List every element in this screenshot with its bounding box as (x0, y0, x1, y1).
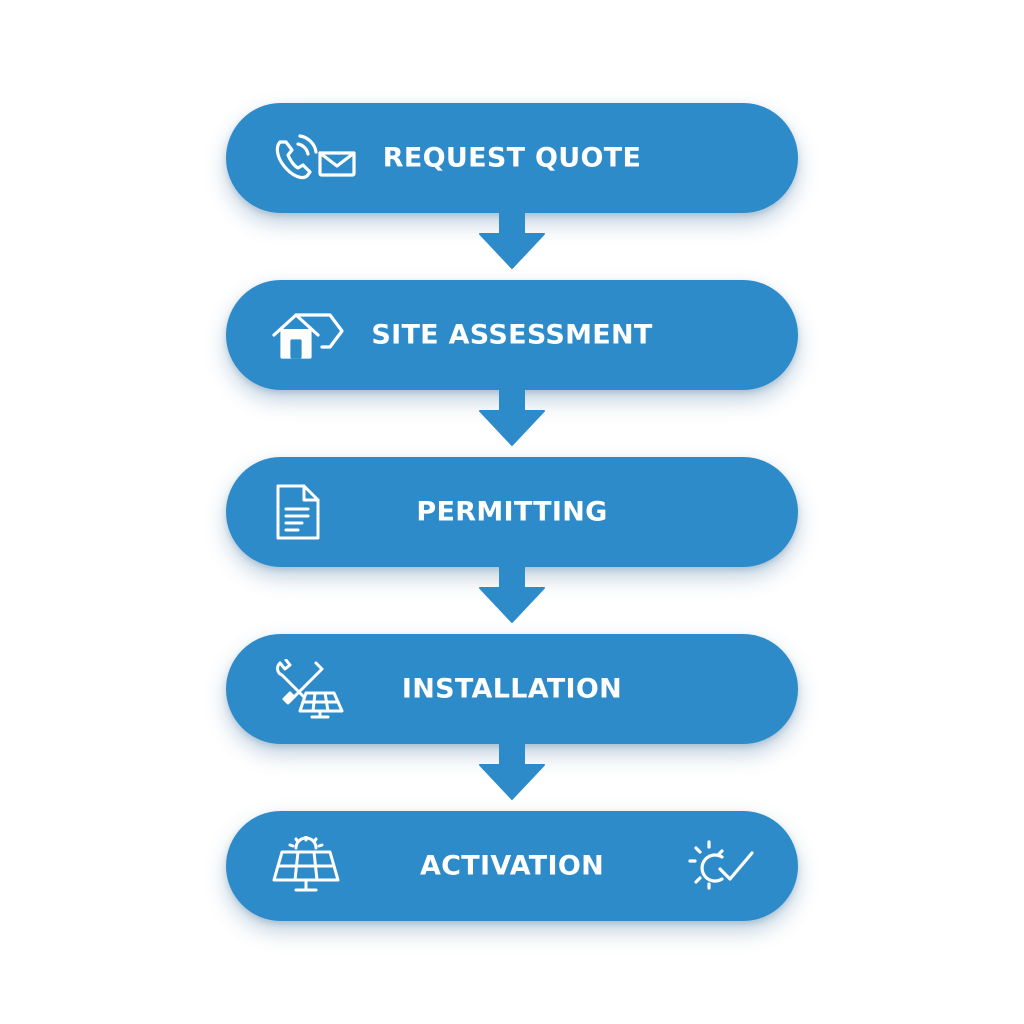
tools-solar-panel-icon (272, 659, 346, 719)
step-installation: INSTALLATION (226, 634, 798, 744)
solar-panel-sun-icon (270, 836, 342, 896)
flow-arrow (478, 743, 546, 801)
flow-arrow (478, 212, 546, 270)
step-request-quote: REQUEST QUOTE (226, 103, 798, 213)
document-icon (274, 483, 322, 541)
step-site-assessment: SITE ASSESSMENT (226, 280, 798, 390)
flow-arrow (478, 566, 546, 624)
phone-email-icon (270, 130, 358, 186)
house-tag-icon (270, 307, 350, 363)
step-label: REQUEST QUOTE (382, 142, 642, 174)
step-permitting: PERMITTING (226, 457, 798, 567)
sun-checkmark-icon (688, 839, 758, 893)
flow-arrow (478, 389, 546, 447)
step-label: PERMITTING (416, 496, 608, 528)
step-label: ACTIVATION (419, 850, 605, 882)
step-label: SITE ASSESSMENT (371, 319, 653, 351)
step-label: INSTALLATION (401, 673, 623, 705)
step-activation: ACTIVATION (226, 811, 798, 921)
